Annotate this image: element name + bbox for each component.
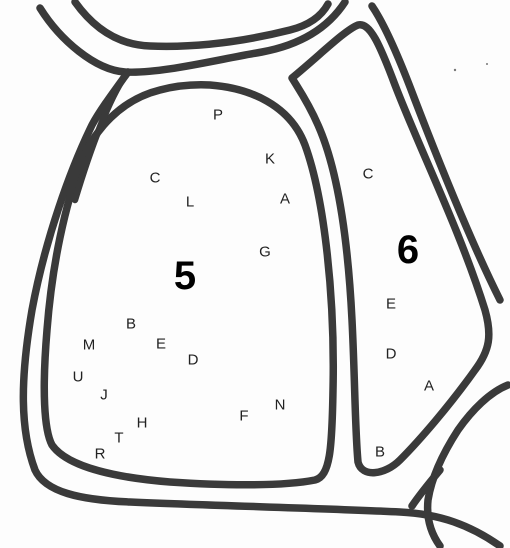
region-5-letter: F [239,409,248,424]
top-band-upper-line [75,2,328,46]
region-6-boundary [292,25,489,473]
paper-speck [486,63,488,65]
region-5-letter: M [83,338,96,353]
region-6-letter: D [386,347,397,362]
region-5-letter: E [156,337,166,352]
region-6-letter: C [363,167,374,182]
region-5-letter: G [259,245,271,260]
region-5-letter: H [137,416,148,431]
region-5-letter: N [275,398,286,413]
region-6-number: 6 [397,230,419,270]
region-5-letter: R [95,447,106,462]
region-5-letter: P [213,108,223,123]
region-6-letter: A [424,379,434,394]
right-band-outer-line [372,6,500,300]
region-5-letter: J [100,388,108,403]
lower-right-region-line [428,385,508,546]
region-5-letter: D [188,353,199,368]
region-5-letter: U [73,370,84,385]
region-5-letter: C [150,171,161,186]
region-6-letter: B [375,445,385,460]
region-6-letter: E [386,297,396,312]
region-5-letter: K [265,152,275,167]
region-5-letter: T [114,431,123,446]
region-5-letter: L [186,195,194,210]
region-5-number: 5 [174,256,196,296]
paper-speck [454,69,456,71]
region-5-letter: B [126,317,136,332]
region-5-letter: A [280,192,290,207]
